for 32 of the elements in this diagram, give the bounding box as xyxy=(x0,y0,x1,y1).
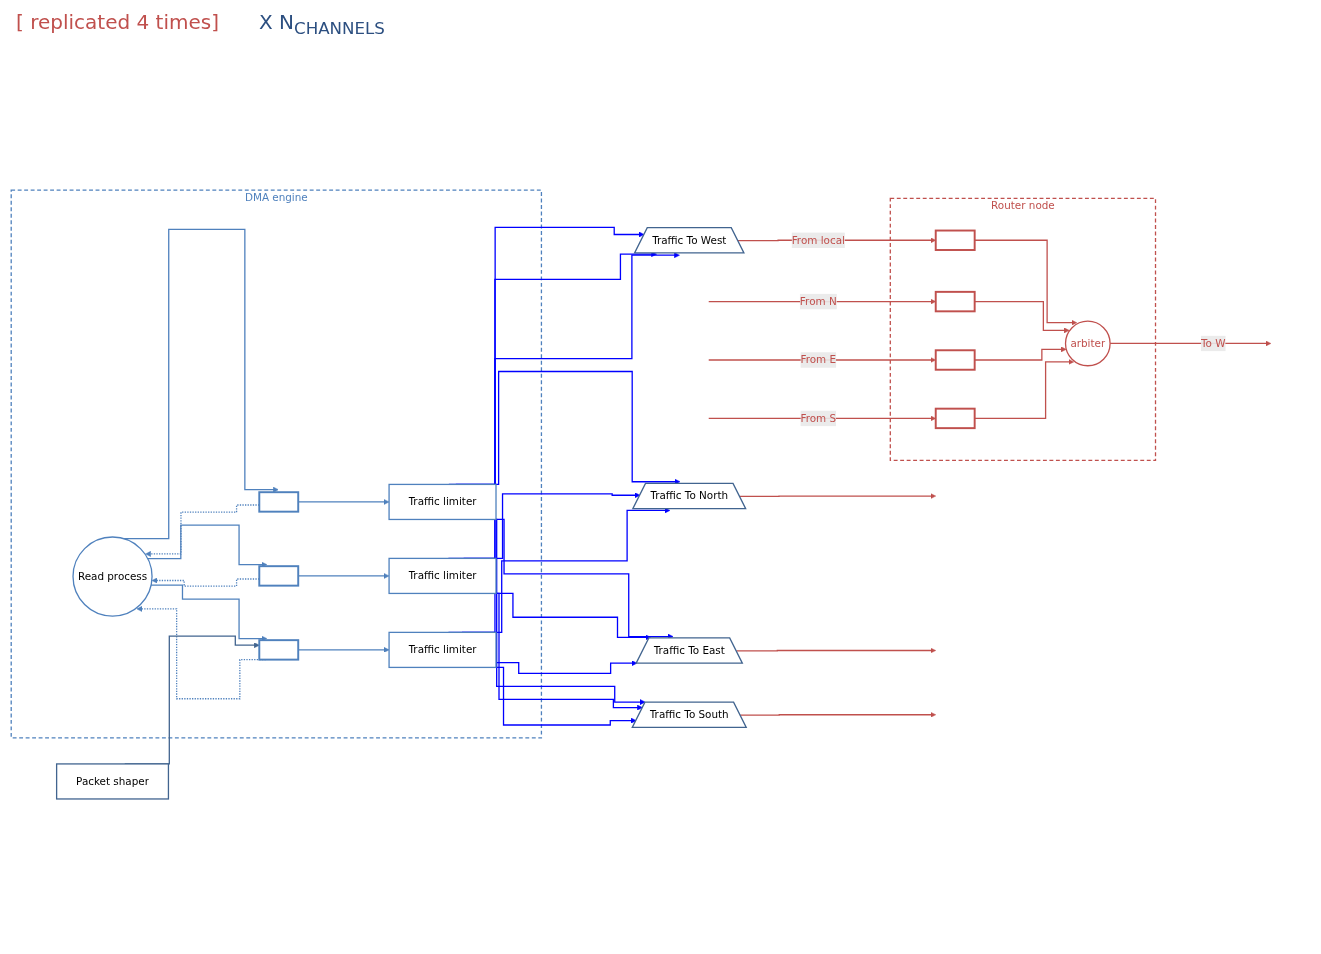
arrow xyxy=(739,493,936,500)
edge-label: From S xyxy=(800,412,837,425)
node-circle: arbiter xyxy=(1064,320,1111,367)
node-box xyxy=(258,639,300,662)
note-text: [ replicated 4 times] xyxy=(16,10,219,36)
edge-label: To W xyxy=(1200,337,1226,350)
arrow xyxy=(739,712,936,719)
node-box: Packet shaper xyxy=(56,763,170,801)
node-box xyxy=(934,408,976,430)
arrow xyxy=(122,229,279,540)
node-box: Traffic limiter xyxy=(388,632,497,669)
arrow xyxy=(974,346,1067,362)
arrow xyxy=(974,359,1074,420)
arrow xyxy=(151,578,260,588)
arrow xyxy=(150,584,268,642)
note-text: X N$_{CHANNELS}$ xyxy=(259,10,385,38)
edge-label: From local xyxy=(791,234,845,247)
node-box xyxy=(934,349,976,372)
node-box xyxy=(258,565,300,588)
arrow xyxy=(735,648,936,654)
edge-label: From E xyxy=(800,353,837,367)
node-box: Traffic limiter xyxy=(388,484,497,521)
edge-label: From N xyxy=(799,295,837,308)
node-box xyxy=(934,291,976,313)
arrow xyxy=(147,524,268,568)
node-box xyxy=(258,491,300,514)
node-box: Traffic limiter xyxy=(388,558,497,595)
node-box xyxy=(934,230,976,252)
node-circle: Read process xyxy=(72,536,153,618)
arrow xyxy=(974,301,1070,334)
arrow xyxy=(145,504,260,558)
arrow xyxy=(974,240,1077,326)
